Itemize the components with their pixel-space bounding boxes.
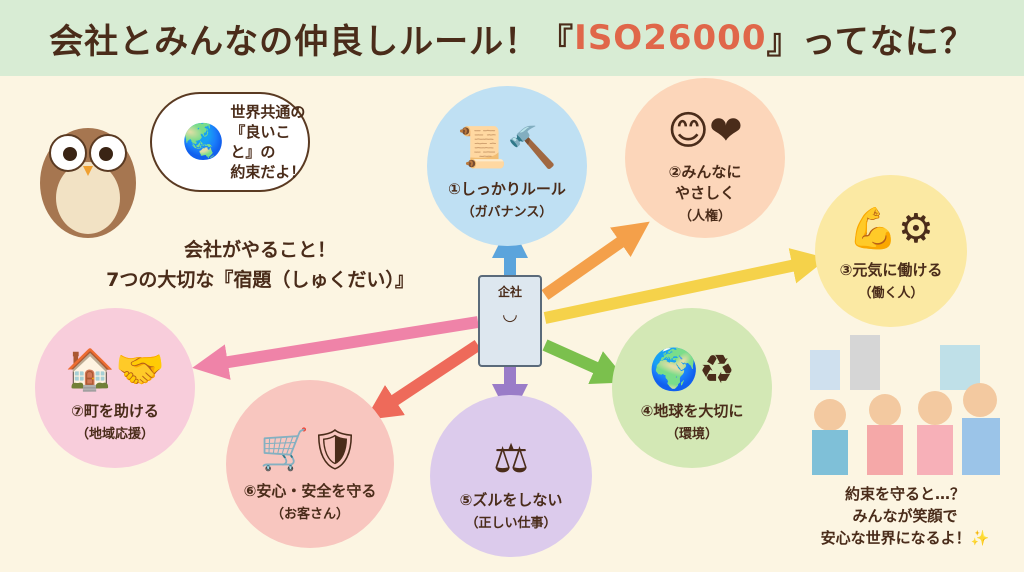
subject-label: ②みんなに やさしく	[668, 163, 742, 202]
subject-fair-practices: ⚖ ⑤ズルをしない （正しい仕事）	[430, 395, 592, 557]
family-town-illustration-icon	[810, 335, 1000, 475]
subject-label: ④地球を大切に	[640, 402, 744, 420]
task-line-1: 会社がやること！	[183, 239, 336, 261]
arrow-environment	[542, 339, 629, 385]
promise-line: みんなが笑顔で	[852, 506, 958, 525]
subject-consumer: 🛒🛡 ⑥安心・安全を守る （お客さん）	[226, 380, 394, 548]
speech-bubble: 🌏 世界共通の 『良いこと』の 約束だよ！	[150, 92, 310, 192]
title-prefix: 会社とみんなの仲良しルール！『	[49, 21, 575, 62]
subject-sub: （環境）	[665, 427, 718, 442]
scales-icon: ⚖	[493, 436, 529, 482]
subject-human-rights: 😊❤ ②みんなに やさしく （人権）	[625, 78, 785, 238]
title-highlight: ISO26000	[574, 18, 767, 58]
subject-label: ⑦町を助ける	[71, 402, 159, 420]
title-suffix: 』ってなに？	[766, 21, 975, 62]
subject-sub: （ガバナンス）	[461, 205, 553, 220]
company-building: 企社 ◡	[478, 275, 542, 367]
promise-message: 約束を守ると…？ みんなが笑顔で 安心な世界になるよ！✨	[790, 484, 1020, 549]
subject-sub: （地域応援）	[75, 427, 154, 442]
subject-sub: （お客さん）	[270, 507, 349, 522]
task-line-2: 7つの大切な『宿題（しゅくだい）』	[106, 269, 414, 292]
subject-community: 🏠🤝 ⑦町を助ける （地域応援）	[35, 308, 195, 468]
subject-label: ③元気に働ける	[839, 261, 943, 279]
globe-recycle-icon: 🌍♻	[649, 347, 735, 393]
bubble-line: 『良いこと』の	[230, 122, 291, 161]
cart-shield-icon: 🛒🛡	[259, 427, 361, 473]
subject-sub: （正しい仕事）	[465, 516, 557, 531]
subject-label: ⑥安心・安全を守る	[243, 482, 377, 500]
subject-governance: 📜🔨 ①しっかりルール （ガバナンス）	[427, 86, 587, 246]
subject-sub: （人権）	[678, 209, 731, 224]
arrow-community	[192, 316, 479, 380]
bubble-line: 約束だよ！	[230, 163, 306, 182]
subject-label: ⑤ズルをしない	[459, 491, 563, 509]
subject-label: ①しっかりルール	[448, 180, 566, 198]
building-label: 企社	[497, 285, 522, 299]
promise-line: 安心な世界になるよ！✨	[820, 528, 990, 547]
subject-workers: 💪⚙ ③元気に働ける （働く人）	[815, 175, 967, 327]
houses-handshake-icon: 🏠🤝	[65, 347, 165, 393]
owl-mascot-icon	[40, 128, 136, 238]
subject-sub: （働く人）	[858, 286, 924, 301]
promise-line: 約束を守ると…？	[844, 485, 965, 503]
globe-icon: 🌏	[182, 122, 225, 162]
subject-environment: 🌍♻ ④地球を大切に （環境）	[612, 308, 772, 468]
task-heading: 会社がやること！ 7つの大切な『宿題（しゅくだい）』	[90, 235, 430, 296]
gavel-scroll-icon: 📜🔨	[457, 125, 557, 171]
arrow-human-rights	[541, 221, 650, 300]
arrow-consumer	[364, 339, 482, 420]
arrow-workers	[543, 248, 828, 324]
bubble-line: 世界共通の	[230, 102, 306, 121]
page-title: 会社とみんなの仲良しルール！『ISO26000』ってなに？	[0, 0, 1024, 76]
smiley-heart-icon: 😊❤	[667, 108, 743, 154]
smile-face-icon: ◡	[502, 304, 518, 325]
muscle-gear-icon: 💪⚙	[848, 206, 934, 252]
